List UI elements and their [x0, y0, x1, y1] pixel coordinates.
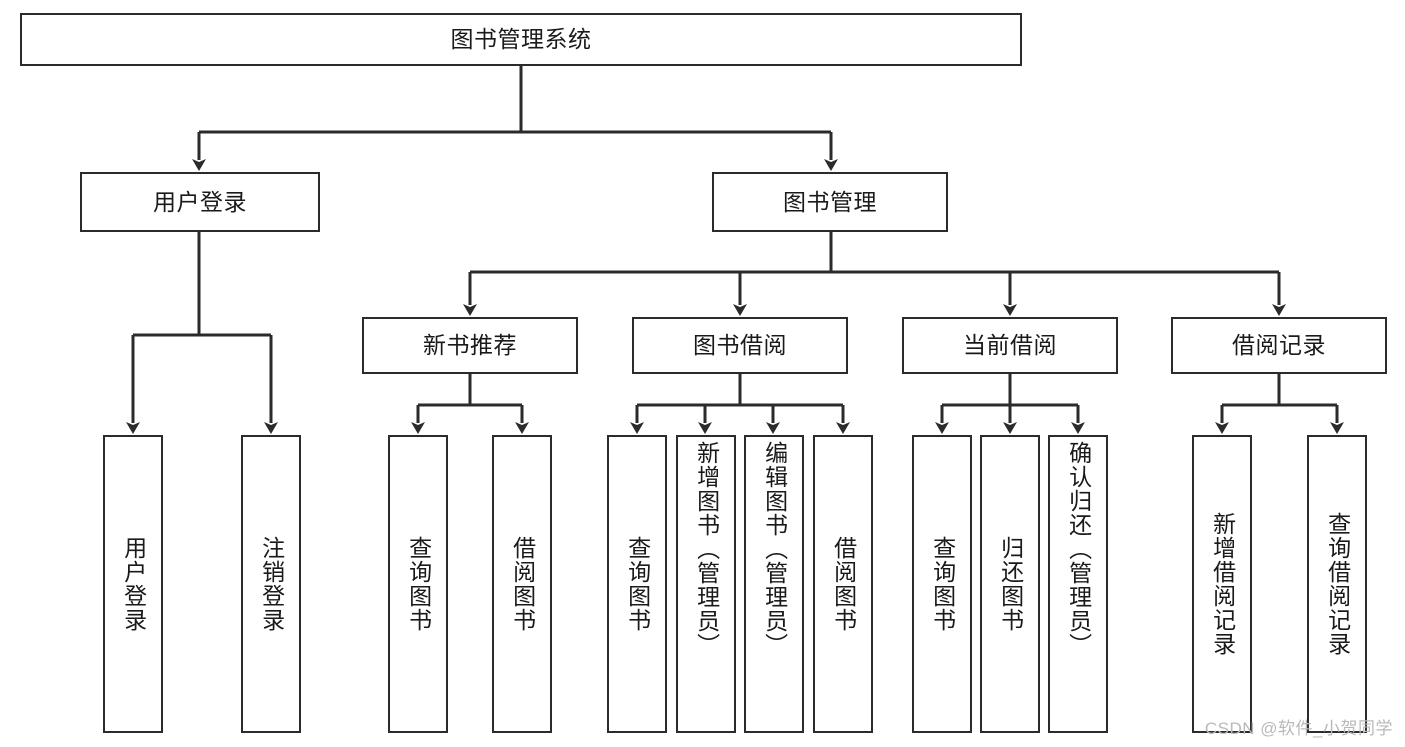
- node-label: 确认归还（管理员）: [1065, 441, 1092, 657]
- node-label: 新增借阅记录: [1209, 512, 1236, 656]
- node-label: 编辑图书（管理员）: [761, 441, 788, 657]
- leaf-user-logout[interactable]: 注销登录: [241, 435, 301, 733]
- node-label: 用户登录: [153, 188, 247, 215]
- leaf-user-login[interactable]: 用户登录: [103, 435, 163, 733]
- node-label: 查询借阅记录: [1324, 512, 1351, 656]
- watermark: CSDN @软件_小贺同学: [1204, 719, 1393, 738]
- leaf-return-book[interactable]: 归还图书: [980, 435, 1040, 733]
- node-new-book-recommend[interactable]: 新书推荐: [362, 317, 578, 374]
- node-user-login[interactable]: 用户登录: [80, 172, 320, 232]
- node-label: 查询图书: [624, 536, 651, 632]
- node-label: 注销登录: [258, 536, 285, 632]
- node-label: 查询图书: [929, 536, 956, 632]
- leaf-query-book-newbook[interactable]: 查询图书: [388, 435, 448, 733]
- node-label: 图书借阅: [693, 332, 787, 359]
- node-borrow-record[interactable]: 借阅记录: [1171, 317, 1387, 374]
- node-root-system[interactable]: 图书管理系统: [20, 13, 1022, 66]
- leaf-confirm-return-admin[interactable]: 确认归还（管理员）: [1048, 435, 1108, 733]
- leaf-edit-book-admin[interactable]: 编辑图书（管理员）: [744, 435, 804, 733]
- node-label: 新增图书（管理员）: [693, 441, 720, 657]
- node-label: 借阅记录: [1232, 332, 1326, 359]
- leaf-add-book-admin[interactable]: 新增图书（管理员）: [676, 435, 736, 733]
- leaf-borrow-book[interactable]: 借阅图书: [813, 435, 873, 733]
- node-label: 图书管理系统: [450, 26, 592, 53]
- node-label: 用户登录: [120, 536, 147, 632]
- node-label: 新书推荐: [423, 332, 517, 359]
- node-book-borrow[interactable]: 图书借阅: [632, 317, 848, 374]
- leaf-borrow-book-newbook[interactable]: 借阅图书: [492, 435, 552, 733]
- node-label: 借阅图书: [830, 536, 857, 632]
- node-label: 当前借阅: [963, 332, 1057, 359]
- node-book-management[interactable]: 图书管理: [712, 172, 948, 232]
- leaf-query-book-borrow[interactable]: 查询图书: [607, 435, 667, 733]
- node-label: 借阅图书: [509, 536, 536, 632]
- node-label: 查询图书: [405, 536, 432, 632]
- node-current-borrow[interactable]: 当前借阅: [902, 317, 1118, 374]
- leaf-query-book-current[interactable]: 查询图书: [912, 435, 972, 733]
- node-label: 图书管理: [783, 188, 877, 215]
- leaf-add-borrow-record[interactable]: 新增借阅记录: [1192, 435, 1252, 733]
- node-label: 归还图书: [997, 536, 1024, 632]
- leaf-query-borrow-record[interactable]: 查询借阅记录: [1307, 435, 1367, 733]
